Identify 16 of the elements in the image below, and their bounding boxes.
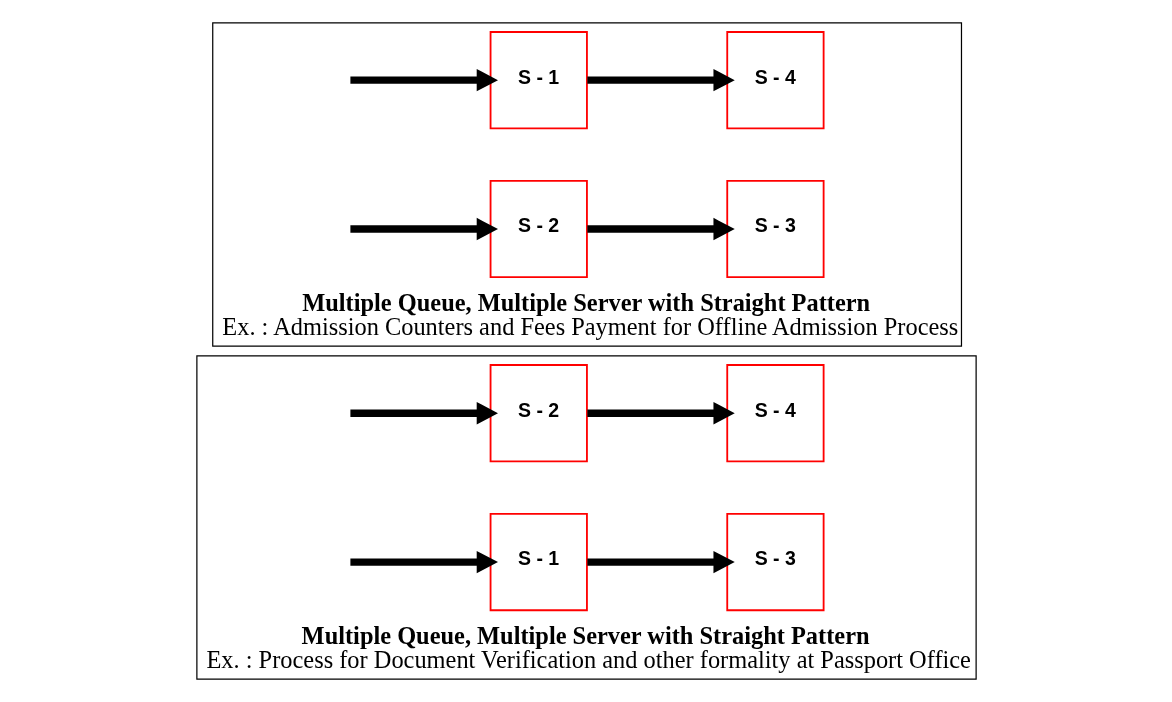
arrow <box>586 550 735 574</box>
node-box: S - 1 <box>489 512 588 612</box>
node-box: S - 2 <box>489 364 588 463</box>
node-box: S - 4 <box>725 364 825 463</box>
arrow <box>586 402 735 425</box>
node-box: S - 3 <box>725 179 825 279</box>
arrow <box>349 550 498 574</box>
arrow <box>349 402 498 425</box>
node-box: S - 3 <box>725 512 825 612</box>
node-box: S - 2 <box>489 179 588 279</box>
arrow <box>349 217 498 241</box>
arrow <box>349 69 498 92</box>
arrow <box>586 69 735 92</box>
node-box: S - 1 <box>489 31 588 130</box>
node-box: S - 4 <box>725 31 825 130</box>
arrow <box>586 217 735 241</box>
